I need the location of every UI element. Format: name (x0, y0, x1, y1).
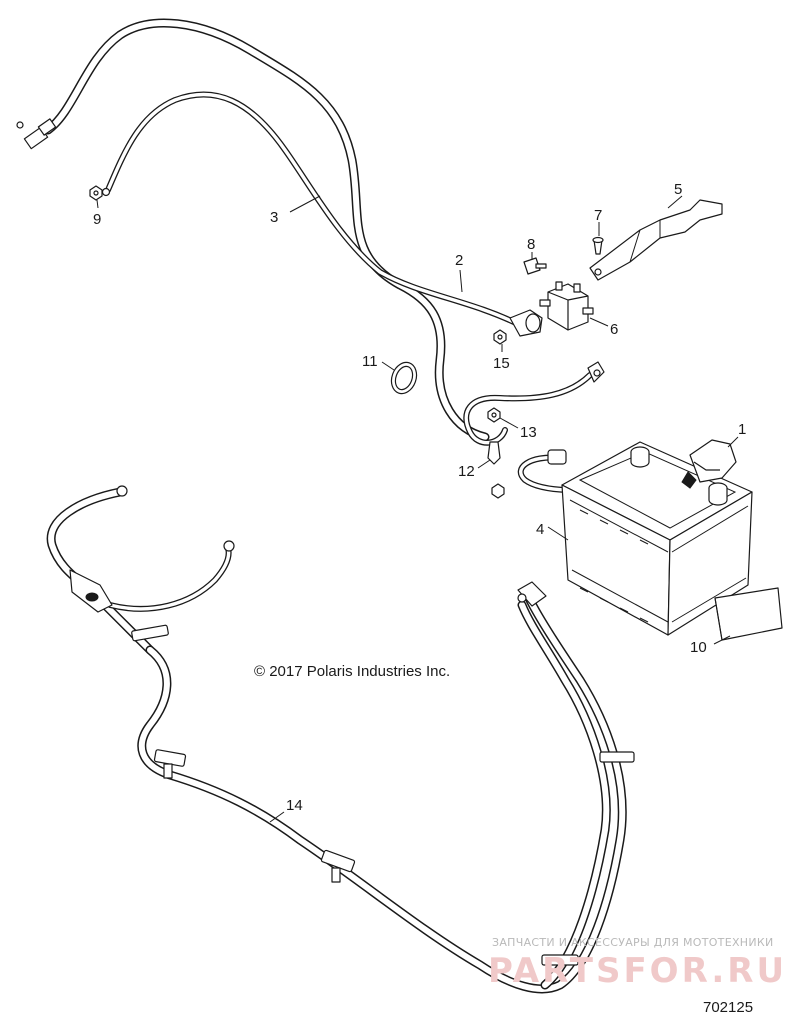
screw-7 (592, 236, 604, 255)
harness-ring-right (223, 540, 235, 552)
callout-1: 1 (738, 421, 746, 438)
callout-5: 5 (674, 181, 682, 198)
harness-clip-2 (153, 749, 187, 779)
cable-3-terminal (16, 118, 57, 150)
copyright-notice: © 2017 Polaris Industries Inc. (254, 663, 450, 680)
callout-15: 15 (493, 355, 510, 372)
callout-12: 12 (458, 463, 475, 480)
cable-2-ring-terminal (101, 187, 111, 197)
callout-4: 4 (536, 521, 544, 538)
callout-13: 13 (520, 424, 537, 441)
callout-11: 11 (362, 353, 378, 370)
solenoid (539, 281, 594, 331)
harness-connector (69, 569, 113, 613)
harness-clip-3 (320, 849, 356, 883)
cable-tie-11 (390, 361, 418, 395)
harness-14 (46, 485, 635, 994)
battery-terminal-positive (708, 482, 728, 506)
terminal-cover (681, 439, 737, 489)
callout-8: 8 (527, 236, 535, 253)
callout-6: 6 (610, 321, 618, 338)
watermark-tagline: ЗАПЧАСТИ И АКСЕССУАРЫ ДЛЯ МОТОТЕХНИКИ (492, 936, 774, 949)
drawing-number: 702125 (703, 999, 753, 1016)
callouts: 1 2 3 4 5 6 7 8 9 10 11 12 13 14 15 (93, 181, 746, 814)
harness-clip-5 (541, 954, 579, 966)
harness-ring-upper (116, 485, 128, 497)
cable-battery-link (463, 361, 605, 446)
watermark-logo: PARTSFOR.RU (488, 951, 787, 991)
callout-10: 10 (690, 639, 707, 656)
battery-pad (714, 587, 783, 641)
callout-9: 9 (93, 211, 101, 228)
nut-13 (487, 407, 501, 423)
cable-3 (16, 18, 490, 442)
callout-7: 7 (594, 207, 602, 224)
callout-2: 2 (455, 252, 463, 269)
harness-clip-1 (131, 624, 169, 642)
leader-lines (96, 195, 739, 823)
harness-clip-4 (599, 751, 635, 763)
battery-terminal-negative (630, 446, 650, 468)
nut-9 (89, 185, 103, 201)
harness-boot-battery (517, 581, 547, 607)
nut-lower (491, 483, 505, 499)
cable-2 (101, 91, 543, 337)
callout-3: 3 (270, 209, 278, 226)
callout-14: 14 (286, 797, 303, 814)
battery-bracket (589, 199, 723, 281)
battery (561, 441, 753, 636)
nut-15 (493, 329, 507, 345)
stud-12 (487, 441, 501, 465)
bolt-8 (523, 257, 547, 275)
